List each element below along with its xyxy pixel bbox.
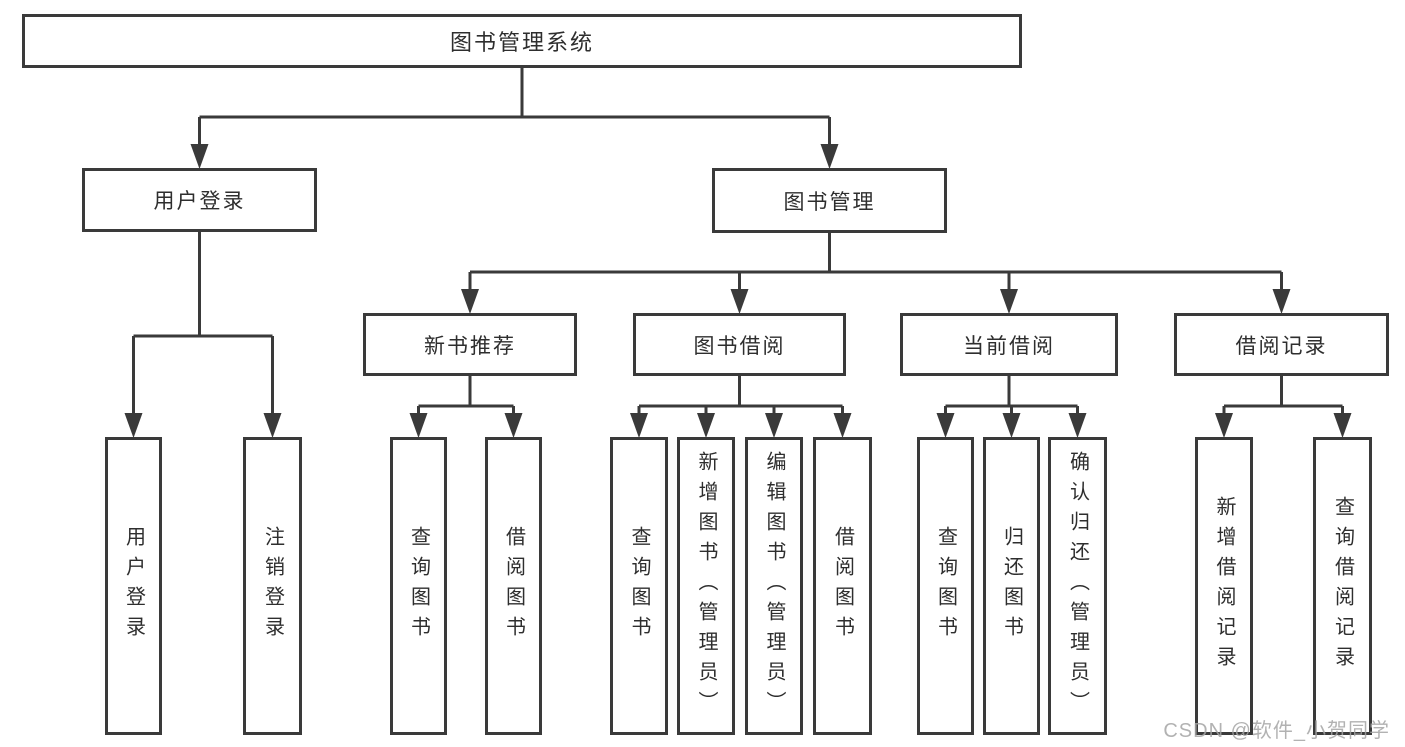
node-leaf-query-book-2: 查询图书 (610, 437, 668, 735)
node-label-leaf-query-book-1: 查询图书 (407, 526, 430, 646)
arrowhead-book-management (820, 144, 839, 169)
arrowhead-leaf-add-borrow-rec (1215, 413, 1233, 438)
arrowhead-leaf-query-book-1 (409, 413, 428, 438)
arrowhead-leaf-borrow-book-2 (833, 413, 852, 438)
node-label-current-borrowing: 当前借阅 (963, 334, 1055, 358)
node-borrowing-records: 借阅记录 (1174, 313, 1389, 376)
arrowhead-leaf-add-book (697, 413, 715, 438)
edge-user-login-group (132, 232, 274, 425)
arrowhead-user-login-group (190, 144, 209, 169)
edge-root (198, 68, 831, 156)
node-label-leaf-add-book: 新增图书（管理员） (695, 451, 717, 721)
node-leaf-add-borrow-rec: 新增借阅记录 (1195, 437, 1253, 735)
node-book-management: 图书管理 (712, 168, 947, 233)
node-new-book-recommend: 新书推荐 (363, 313, 577, 376)
node-label-book-management: 图书管理 (783, 190, 876, 214)
arrowhead-leaf-return-book (1002, 413, 1021, 438)
node-label-leaf-borrow-book-2: 借阅图书 (831, 526, 854, 646)
arrowhead-leaf-query-book-3 (936, 413, 955, 438)
node-leaf-return-book: 归还图书 (983, 437, 1040, 735)
arrowhead-leaf-borrow-book-1 (504, 413, 523, 438)
node-leaf-borrow-book-1: 借阅图书 (485, 437, 542, 735)
edge-book-management (468, 233, 1283, 301)
arrowhead-current-borrowing (1000, 289, 1018, 314)
arrowhead-book-borrowing (730, 289, 749, 314)
node-label-leaf-query-borrow-rec: 查询借阅记录 (1331, 496, 1354, 676)
arrowhead-leaf-logout (263, 413, 282, 438)
csdn-watermark: CSDN @软件_小贺同学 (1163, 720, 1390, 742)
node-label-borrowing-records: 借阅记录 (1235, 334, 1328, 358)
node-leaf-borrow-book-2: 借阅图书 (813, 437, 872, 735)
arrowhead-leaf-user-login (124, 413, 143, 438)
node-leaf-query-book-3: 查询图书 (917, 437, 974, 735)
arrowhead-new-book-recommend (461, 289, 479, 314)
node-leaf-logout: 注销登录 (243, 437, 302, 735)
node-label-user-login-group: 用户登录 (153, 190, 246, 213)
node-user-login-group: 用户登录 (82, 168, 317, 232)
node-leaf-query-book-1: 查询图书 (390, 437, 447, 735)
node-label-root: 图书管理系统 (449, 30, 594, 55)
node-leaf-query-borrow-rec: 查询借阅记录 (1313, 437, 1372, 735)
node-label-leaf-user-login: 用户登录 (122, 526, 145, 646)
node-label-leaf-query-book-2: 查询图书 (628, 526, 650, 646)
edge-current-borrowing (944, 376, 1079, 425)
node-leaf-edit-book: 编辑图书（管理员） (745, 437, 803, 735)
arrowhead-leaf-edit-book (765, 413, 783, 438)
arrowhead-leaf-query-book-2 (630, 413, 648, 438)
edge-borrowing-records (1222, 376, 1344, 425)
node-label-leaf-add-borrow-rec: 新增借阅记录 (1213, 496, 1235, 676)
edge-new-book-recommend (417, 376, 515, 425)
node-label-leaf-return-book: 归还图书 (1000, 526, 1023, 646)
node-label-leaf-logout: 注销登录 (261, 526, 284, 646)
edge-book-borrowing (637, 376, 844, 425)
node-current-borrowing: 当前借阅 (900, 313, 1118, 376)
node-label-leaf-query-book-3: 查询图书 (934, 526, 957, 646)
node-label-leaf-borrow-book-1: 借阅图书 (502, 526, 525, 646)
node-label-new-book-recommend: 新书推荐 (424, 334, 516, 358)
node-leaf-add-book: 新增图书（管理员） (677, 437, 735, 735)
node-book-borrowing: 图书借阅 (633, 313, 846, 376)
arrowhead-leaf-query-borrow-rec (1333, 413, 1352, 438)
node-leaf-confirm-return: 确认归还（管理员） (1048, 437, 1107, 735)
node-label-leaf-confirm-return: 确认归还（管理员） (1066, 451, 1089, 721)
node-label-book-borrowing: 图书借阅 (693, 334, 786, 358)
arrowhead-leaf-confirm-return (1068, 413, 1087, 438)
node-root: 图书管理系统 (22, 14, 1022, 68)
node-label-leaf-edit-book: 编辑图书（管理员） (763, 451, 785, 721)
arrowhead-borrowing-records (1272, 289, 1291, 314)
node-leaf-user-login: 用户登录 (105, 437, 162, 735)
